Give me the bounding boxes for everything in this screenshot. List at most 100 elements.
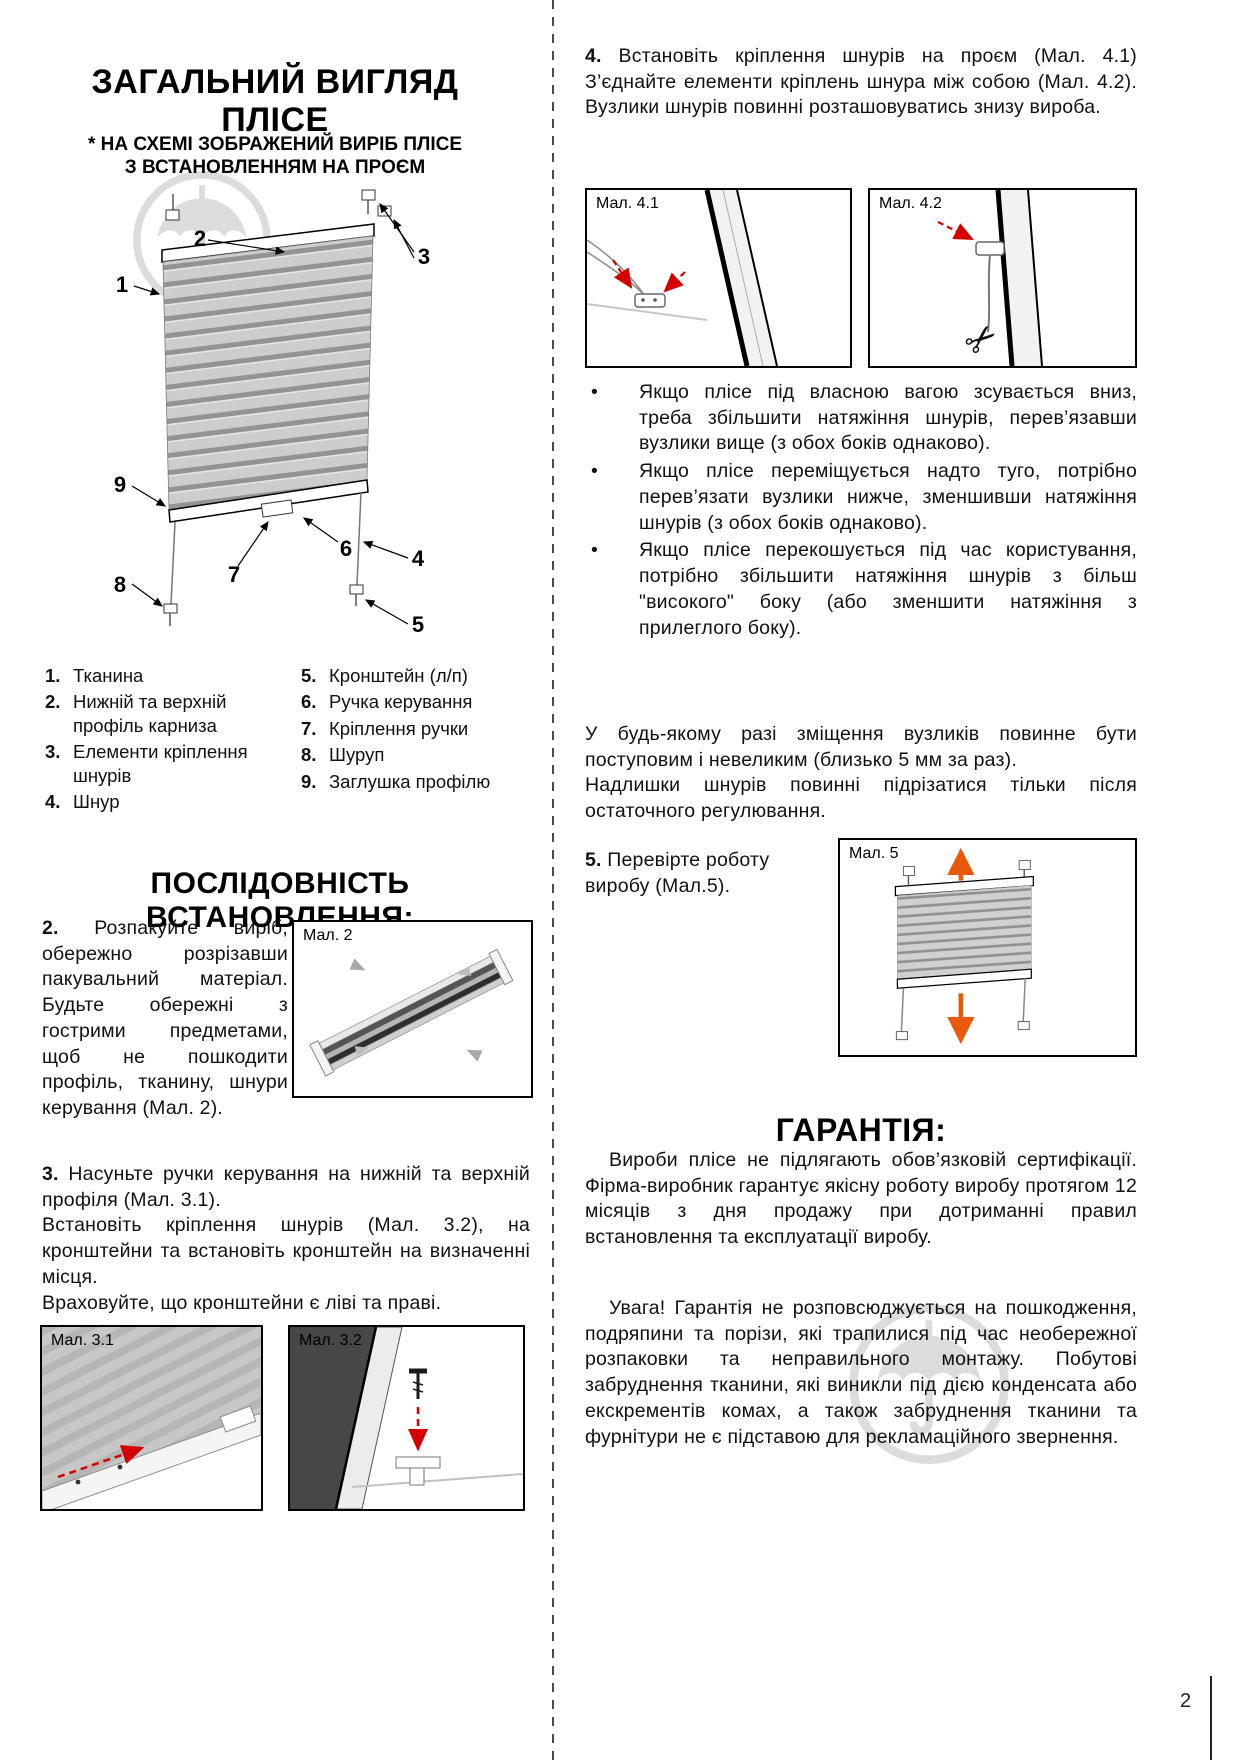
legend-column-1: 1.Тканина 2.Нижній та верхній профіль ка… [45,664,275,817]
adjustment-note: У будь-якому разі зміщення вузликів пови… [585,722,1137,825]
legend-item: 5.Кронштейн (л/п) [301,664,531,687]
control-handle [219,1405,257,1433]
step-5-body: Перевірте роботу виробу (Мал.5). [585,849,770,897]
step-3-line1: 3. Насуньте ручки керування на нижній та… [42,1162,530,1213]
callout-4: 4 [412,546,425,571]
column-divider [552,0,554,1760]
figure-mal-2: Мал. 2 [292,920,533,1098]
footer-rule [1210,1676,1212,1760]
bullet-text: Якщо плісе перекошується під час користу… [639,539,1137,639]
legend-item-text: Елементи кріплення шнурів [73,741,248,786]
product-overview-diagram: 1 2 3 4 5 6 7 8 9 [114,189,430,637]
legend-item-text: Шнур [73,791,120,813]
cords [163,491,364,626]
unpack-arrow-icon [457,966,472,976]
figure-mal-3-1: Мал. 3.1 [40,1325,263,1511]
attach-arrow-icon [663,271,686,293]
step-3-line2: Встановіть кріплення шнурів (Мал. 3.2), … [42,1214,530,1288]
legend-item: 6.Ручка керування [301,690,531,713]
pleated-fabric [897,885,1032,980]
cord-trim-diagram: ✂ [937,190,1043,366]
step-4-body: Встановіть кріплення шнурів на проєм (Ма… [585,45,1137,119]
bullet-text: Якщо плісе під власною вагою зсувається … [639,381,1137,455]
note-line2: Надлишки шнурів повинні підрізатися тіль… [585,774,1137,823]
step-2-number: 2. [42,917,59,939]
step-3-body1: Насуньте ручки керування на нижній та ве… [42,1163,530,1211]
bullet-marker: • [591,460,599,483]
bracket-screw-diagram [290,1327,523,1509]
handle-install-diagram [42,1327,261,1509]
legend-item-number: 8. [301,744,317,766]
step-2-text: 2. Розпакуйте виріб, обережно розрізавши… [42,916,288,1122]
unpack-arrow-icon [354,1046,369,1056]
page-title-line1: ЗАГАЛЬНИЙ ВИГЛЯД [91,62,459,101]
legend-item: 8. Шуруп [301,743,531,766]
list-item: • Якщо плісе переміщується надто туго, п… [585,459,1137,536]
callout-8: 8 [114,572,126,597]
list-item: • Якщо плісе перекошується під час корис… [585,538,1137,641]
legend-item-number: 3. [45,741,61,763]
scissors-icon: ✂ [956,314,1007,366]
brand-watermark-icon [843,1298,1015,1470]
figure-mal-4-2-label: Мал. 4.2 [879,195,942,212]
legend-item-number: 1. [45,665,61,686]
legend-item-text: Заглушка профілю [329,770,491,792]
warranty-section-title: ГАРАНТІЯ: [775,1111,947,1148]
page-title: ЗАГАЛЬНИЙ ВИГЛЯД ПЛІСЕ [40,63,510,139]
legend-item: 7. Кріплення ручки [301,717,531,740]
page-subtitle: * НА СХЕМІ ЗОБРАЖЕНИЙ ВИРІБ ПЛІСЕ З ВСТА… [40,134,510,180]
bottom-profile [896,968,1032,989]
unpack-arrow-icon [349,958,366,971]
figure-mal-2-label: Мал. 2 [303,927,353,944]
legend-item-text: Ручка керування [329,691,473,713]
figure-mal-3-2-label: Мал. 3.2 [299,1332,362,1349]
mounting-bracket [395,1456,441,1486]
legend-item: 2.Нижній та верхній профіль карниза [45,690,275,737]
figure-mal-4-2: Мал. 4.2 ✂ [868,188,1137,368]
legend-item-number: 7. [301,717,317,739]
top-profile [161,223,375,263]
page-subtitle-line1: * НА СХЕМІ ЗОБРАЖЕНИЙ ВИРІБ ПЛІСЕ [87,134,463,155]
note-line1: У будь-якому разі зміщення вузликів пови… [585,723,1137,771]
adjustment-tips-list: • Якщо плісе під власною вагою зсуваєтьс… [585,380,1137,643]
step-2-body: Розпакуйте виріб, обережно розрізавши па… [42,917,289,1120]
step-5-text: 5. Перевірте роботу виробу (Мал.5). [585,848,820,899]
callout-3: 3 [418,244,430,269]
legend-item-number: 4. [45,791,61,813]
attach-arrow-icon [612,259,633,289]
callout-9: 9 [114,472,126,497]
legend-item-text: Шуруп [329,744,385,766]
step-3-number: 3. [42,1163,59,1185]
callout-leaders [131,203,415,625]
bottom-handle [260,499,294,518]
legend-item-number: 2. [45,691,61,713]
top-profile [894,875,1034,897]
legend-item-text: Кріплення ручки [329,717,469,739]
callout-2: 2 [194,226,206,251]
bullet-marker: • [591,539,599,562]
figure-mal-3-1-label: Мал. 3.1 [51,1332,114,1349]
step-5-number: 5. [585,849,602,871]
list-item: • Якщо плісе під власною вагою зсуваєтьс… [585,380,1137,457]
screw-icon [409,1368,427,1399]
callout-7: 7 [228,562,240,587]
warranty-paragraph-1: Вироби плісе не підлягають обов’язковій … [585,1149,1137,1249]
figure-mal-3-2: Мал. 3.2 [288,1325,525,1511]
pleated-fabric [162,235,374,511]
figure-mal-5-label: Мал. 5 [849,845,899,862]
operation-check-diagram [894,847,1034,1045]
callout-1: 1 [116,272,128,297]
attach-arrow-icon [937,221,974,240]
parts-legend: 1.Тканина 2.Нижній та верхній профіль ка… [45,664,531,817]
legend-item-text: Кронштейн (л/п) [329,665,468,686]
legend-item-number: 9. [301,770,317,792]
callout-6: 6 [340,536,352,561]
bullet-marker: • [591,381,599,403]
packed-blind-diagram [309,948,514,1077]
figure-mal-4-1: Мал. 4.1 [585,188,852,368]
step-3-text: 3. Насуньте ручки керування на нижній та… [42,1162,530,1316]
legend-item: 3. Елементи кріплення шнурів [45,740,275,787]
installation-section-title: ПОСЛІДОВНІСТЬ ВСТАНОВЛЕННЯ: [146,866,414,934]
cord-clip [634,293,666,308]
